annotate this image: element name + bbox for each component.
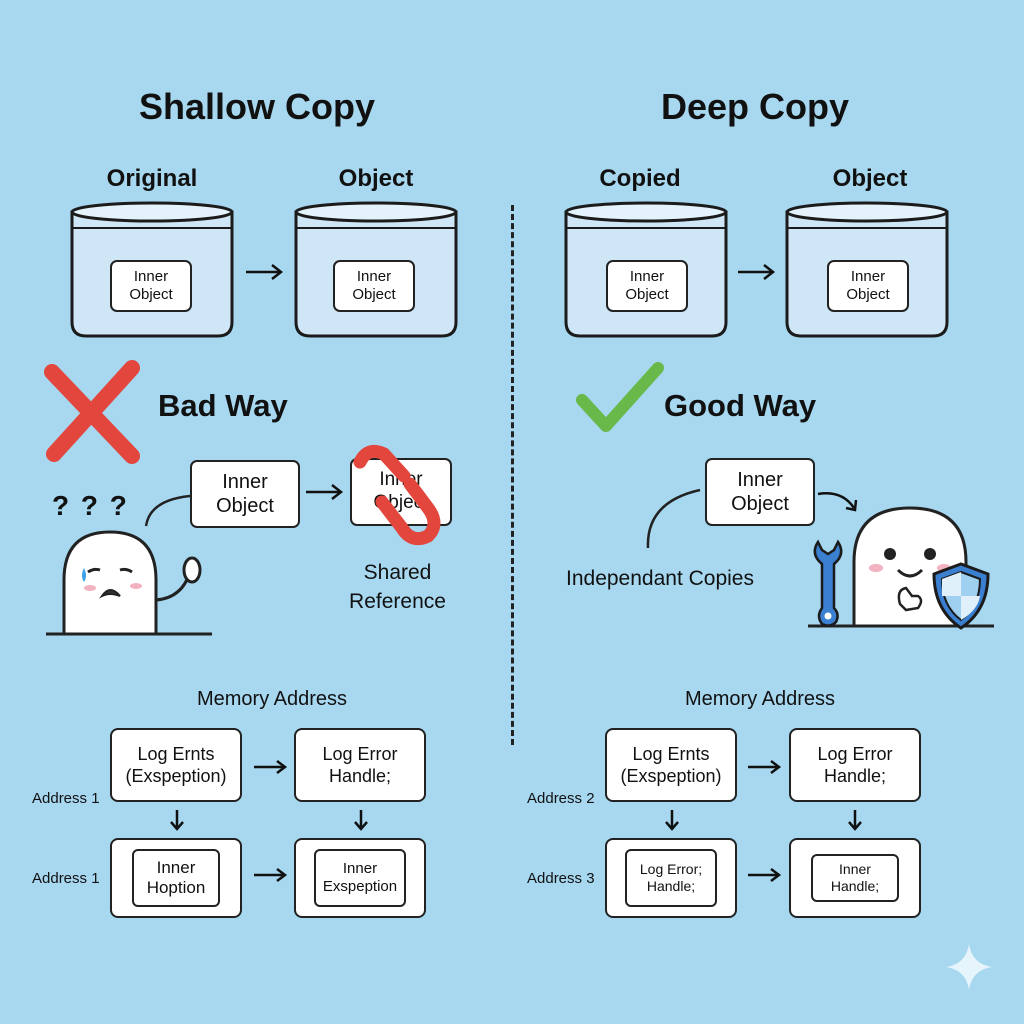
jar-label-object: Object (338, 165, 414, 192)
memory-cell: Log Ernts (Exspeption) (110, 728, 242, 802)
cross-icon (42, 360, 142, 469)
inner-object-bubble: Inner Object (827, 260, 909, 312)
inner-bubble: Inner Handle; (811, 854, 899, 902)
memory-address-title: Memory Address (684, 688, 836, 710)
shallow-copy-title: Shallow Copy (138, 86, 376, 127)
inner-bubble: Inner Hoption (132, 849, 220, 907)
arrow-down-icon (663, 808, 681, 837)
memory-cell: Log Error Handle; (789, 728, 921, 802)
broken-link-icon (346, 444, 446, 559)
arrow-right-icon (252, 758, 288, 781)
address-label: Address 1 (32, 790, 100, 807)
address-label: Address 2 (527, 790, 595, 807)
jar-label-original: Original (106, 165, 198, 192)
shield-icon (930, 560, 992, 637)
memory-cell: Log Error; Handle; (605, 838, 737, 918)
memory-cell: Inner Handle; (789, 838, 921, 918)
arrow-right-icon (736, 262, 776, 282)
confused-ghost-icon (44, 510, 214, 645)
inner-bubble: Log Error; Handle; (625, 849, 717, 907)
sparkle-icon (944, 942, 994, 997)
inner-object-bubble: Inner Object (333, 260, 415, 312)
arrow-curve-icon (816, 488, 862, 521)
memory-cell: Inner Exspeption (294, 838, 426, 918)
inner-object-bubble: Inner Object (705, 458, 815, 526)
section-divider (511, 205, 514, 745)
inner-object-bubble: Inner Object (110, 260, 192, 312)
address-label: Address 3 (527, 870, 595, 887)
check-icon (574, 360, 664, 445)
wrench-icon (808, 536, 852, 633)
arrow-down-icon (352, 808, 370, 837)
arrow-down-icon (168, 808, 186, 837)
connector-curve (640, 482, 710, 557)
deep-copy-title: Deep Copy (660, 86, 850, 127)
arrow-right-icon (746, 866, 782, 889)
jar-label-copied: Copied (599, 165, 681, 192)
arrow-down-icon (846, 808, 864, 837)
inner-object-bubble: Inner Object (606, 260, 688, 312)
memory-address-title: Memory Address (196, 688, 348, 710)
shared-reference-label: Shared Reference (349, 561, 446, 614)
jar-label-object-deep: Object (832, 165, 908, 192)
bad-way-label: Bad Way (158, 388, 288, 423)
connector-curve (140, 480, 200, 535)
arrow-right-icon (244, 262, 284, 282)
arrow-right-icon (304, 482, 344, 502)
arrow-right-icon (252, 866, 288, 889)
arrow-right-icon (746, 758, 782, 781)
memory-cell: Inner Hoption (110, 838, 242, 918)
address-label: Address 1 (32, 870, 100, 887)
memory-cell: Log Ernts (Exspeption) (605, 728, 737, 802)
memory-cell: Log Error Handle; (294, 728, 426, 802)
inner-object-bubble: Inner Object (190, 460, 300, 528)
inner-bubble: Inner Exspeption (314, 849, 406, 907)
independent-copies-label: Independant Copies (566, 567, 754, 590)
good-way-label: Good Way (664, 388, 817, 423)
question-marks: ? ? ? (52, 490, 129, 521)
